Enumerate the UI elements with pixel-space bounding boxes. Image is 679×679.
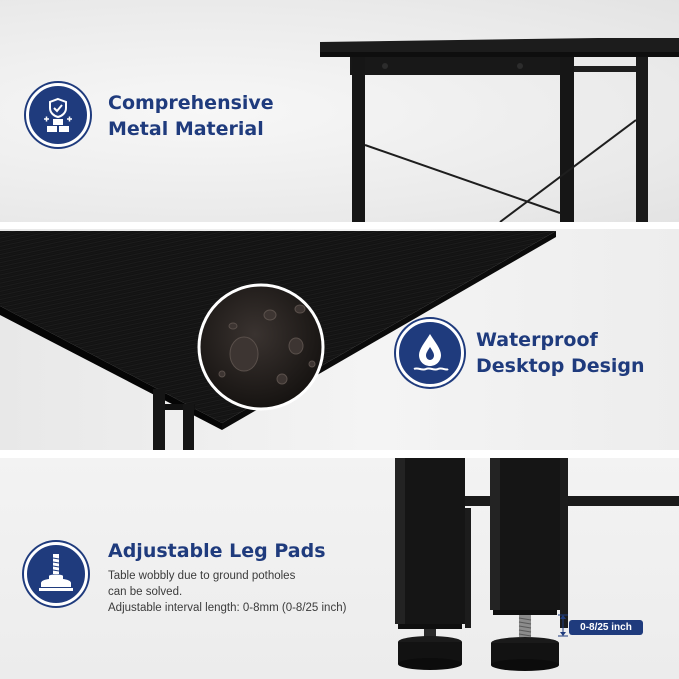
leg-pads-desc-line3: Adjustable interval length: 0-8mm (0-8/2… bbox=[108, 602, 347, 614]
panel-divider bbox=[0, 222, 679, 229]
feature-panel-metal: Comprehensive Metal Material bbox=[0, 0, 679, 222]
waterproof-title-line1: Waterproof bbox=[476, 329, 598, 351]
water-drop-icon bbox=[413, 334, 449, 371]
waterproof-title-line2: Desktop Design bbox=[476, 355, 645, 377]
feature-panel-waterproof: Waterproof Desktop Design bbox=[0, 229, 679, 450]
panel-divider bbox=[0, 450, 679, 458]
waterproof-feature-badge bbox=[396, 319, 464, 387]
feature-panel-leg-pads: Adjustable Leg Pads Table wobbly due to … bbox=[0, 458, 679, 679]
leg-pads-description: Table wobbly due to ground potholes can … bbox=[108, 568, 346, 616]
height-dimension-marker bbox=[558, 614, 568, 637]
leg-pad-feature-badge bbox=[24, 542, 88, 606]
leg-pad-icon bbox=[39, 554, 73, 591]
leg-pad-illustration bbox=[395, 458, 679, 671]
metal-feature-title: Comprehensive Metal Material bbox=[108, 90, 274, 142]
metal-title-line2: Metal Material bbox=[108, 118, 264, 140]
desk-frame-illustration bbox=[320, 38, 679, 222]
waterproof-feature-title: Waterproof Desktop Design bbox=[476, 327, 645, 379]
leg-pads-feature-title: Adjustable Leg Pads bbox=[108, 540, 326, 562]
desktop-surface-illustration bbox=[0, 231, 556, 450]
leg-pads-desc-line2: can be solved. bbox=[108, 586, 183, 598]
metal-feature-badge bbox=[26, 83, 90, 147]
adjustment-range-label: 0-8/25 inch bbox=[569, 620, 643, 635]
leg-pads-desc-line1: Table wobbly due to ground potholes bbox=[108, 570, 296, 582]
water-droplets bbox=[218, 304, 316, 385]
shield-badge-icon bbox=[44, 97, 72, 132]
metal-title-line1: Comprehensive bbox=[108, 92, 274, 114]
